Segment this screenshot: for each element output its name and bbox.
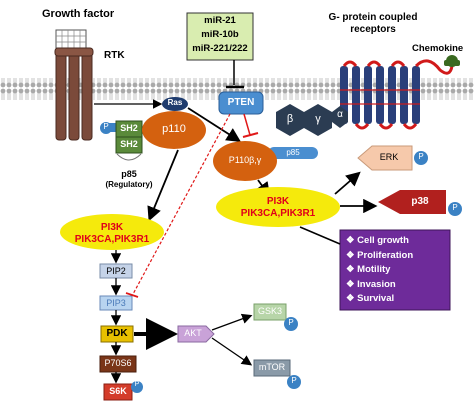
mirna-line-2: miR-10b: [201, 29, 239, 40]
g-beta-subunit: [276, 104, 304, 136]
p70s6-label: P70S6: [104, 358, 132, 368]
growth-factor-label: Growth factor: [42, 8, 115, 20]
pip3-label: PIP3: [106, 298, 126, 308]
sh2-top-label: SH2: [120, 123, 138, 133]
g-alpha-subunit: [332, 106, 348, 128]
mtor-box: [253, 359, 291, 377]
regulatory-label: (Regulatory): [105, 180, 153, 189]
pip2-label: PIP2: [106, 266, 126, 276]
pten-label: PTEN: [227, 97, 255, 108]
mirna-box: [186, 12, 254, 61]
p85-subunit: [268, 147, 318, 159]
rtk-label: RTK: [104, 50, 125, 61]
outcome-item: ❖ Proliferation: [346, 249, 414, 261]
growth-factor-ligand-icon: [55, 29, 87, 49]
gsk3-phospho-label: P: [288, 318, 294, 327]
pi3k-right-line-1: PI3K: [266, 196, 290, 207]
p85-regulatory-label: p85: [121, 169, 137, 179]
erk-phospho: [414, 151, 428, 165]
akt-to-gsk3-arrow: [211, 313, 253, 331]
p110-subunit: [142, 111, 206, 149]
pten-to-pip3-dashed: [131, 113, 231, 297]
akt-box: [177, 325, 215, 343]
erk-box: [357, 145, 413, 171]
p110-label: p110: [162, 123, 186, 135]
ras-label: Ras: [167, 98, 183, 107]
gsk3-label: GSK3: [257, 306, 282, 316]
pi3k-oval-right: [216, 187, 340, 227]
akt-label: AKT: [184, 328, 202, 338]
pdk-label: PDK: [106, 328, 128, 339]
pi3k-to-erk-arrow: [334, 171, 361, 195]
outcome-item: ❖ Survival: [346, 293, 395, 304]
pi3k-left-line-2: PIK3CA,PIK3R1: [74, 234, 150, 245]
outcome-bullet: ❖: [346, 293, 355, 304]
alpha-label: α: [337, 109, 343, 120]
p70s6-box: [99, 355, 137, 373]
pi3k-left-line-1: PI3K: [100, 222, 124, 233]
mtor-phospho: [287, 375, 301, 389]
erk-phospho-label: P: [418, 152, 424, 161]
gsk3-phospho: [284, 317, 298, 331]
outcome-bullet: ❖: [346, 235, 355, 246]
pten-inhibit-p110bg: [243, 113, 251, 136]
pi3k-right-line-2: PIK3CA,PIK3R1: [240, 208, 316, 219]
p110-beta-gamma: [213, 141, 277, 181]
outcome-bullet: ❖: [346, 264, 355, 275]
sh2-bottom-label: SH2: [120, 139, 138, 149]
pdk-box: [100, 325, 134, 343]
pten-inhibit-bar: [242, 132, 259, 138]
mtor-phospho-label: P: [291, 376, 297, 385]
s6k-phospho: [131, 381, 143, 393]
mtor-label: mTOR: [258, 362, 286, 372]
mirna-line-1: miR-21: [204, 15, 236, 26]
gamma-label: γ: [315, 113, 321, 125]
gsk3-box: [253, 303, 287, 321]
chemokine-ligand-icon: [444, 55, 460, 67]
s6k-box: [103, 383, 133, 401]
erk-label: ERK: [379, 152, 399, 162]
akt-to-mtor-arrow: [211, 337, 253, 366]
rtk-phospho-link: [108, 123, 118, 132]
p38-box: [378, 190, 446, 214]
cellular-outcomes-box: [339, 229, 451, 311]
g-protein-coupled-receptor-icon: [340, 59, 454, 130]
sh2-domain-bottom: [115, 136, 143, 154]
rtk-phospho-label: P: [103, 122, 109, 131]
g-gamma-subunit: [304, 104, 332, 136]
receptor-tyrosine-kinase-icon: [54, 47, 94, 141]
ras-protein: [162, 97, 188, 111]
s6k-label: S6K: [109, 386, 127, 396]
p38-phospho-label: P: [452, 203, 458, 212]
gpcr-label: G- protein coupled receptors: [328, 12, 418, 35]
mirna-line-3: miR-221/222: [192, 43, 248, 54]
p110-to-pi3k-left-arrow: [147, 149, 179, 222]
pten-box: [218, 91, 264, 115]
p85-bracket: [116, 153, 142, 161]
p110bg-label: P110β,γ: [228, 155, 262, 165]
outcome-item: ❖ Invasion: [346, 278, 396, 290]
outcomes-list: ❖ Cell growth ❖ Proliferation ❖ Motility…: [346, 234, 450, 307]
outcome-item: ❖ Motility: [346, 264, 391, 275]
pten-to-pip3-bar: [125, 292, 139, 298]
outcome-bullet: ❖: [346, 278, 355, 290]
outcome-item: ❖ Cell growth: [346, 235, 409, 246]
chemokine-label: Chemokine: [412, 43, 464, 54]
s6k-phospho-label: P: [134, 381, 140, 388]
p38-phospho: [448, 202, 462, 216]
outcome-bullet: ❖: [346, 249, 355, 261]
p38-label: p38: [411, 196, 429, 207]
pi3k-oval-left: [60, 214, 164, 250]
beta-label: β: [286, 113, 294, 125]
p85-label: p85: [286, 148, 300, 157]
pi3k-to-outcomes-line: [299, 226, 341, 245]
ras-to-p110bg-arrow: [187, 107, 242, 142]
